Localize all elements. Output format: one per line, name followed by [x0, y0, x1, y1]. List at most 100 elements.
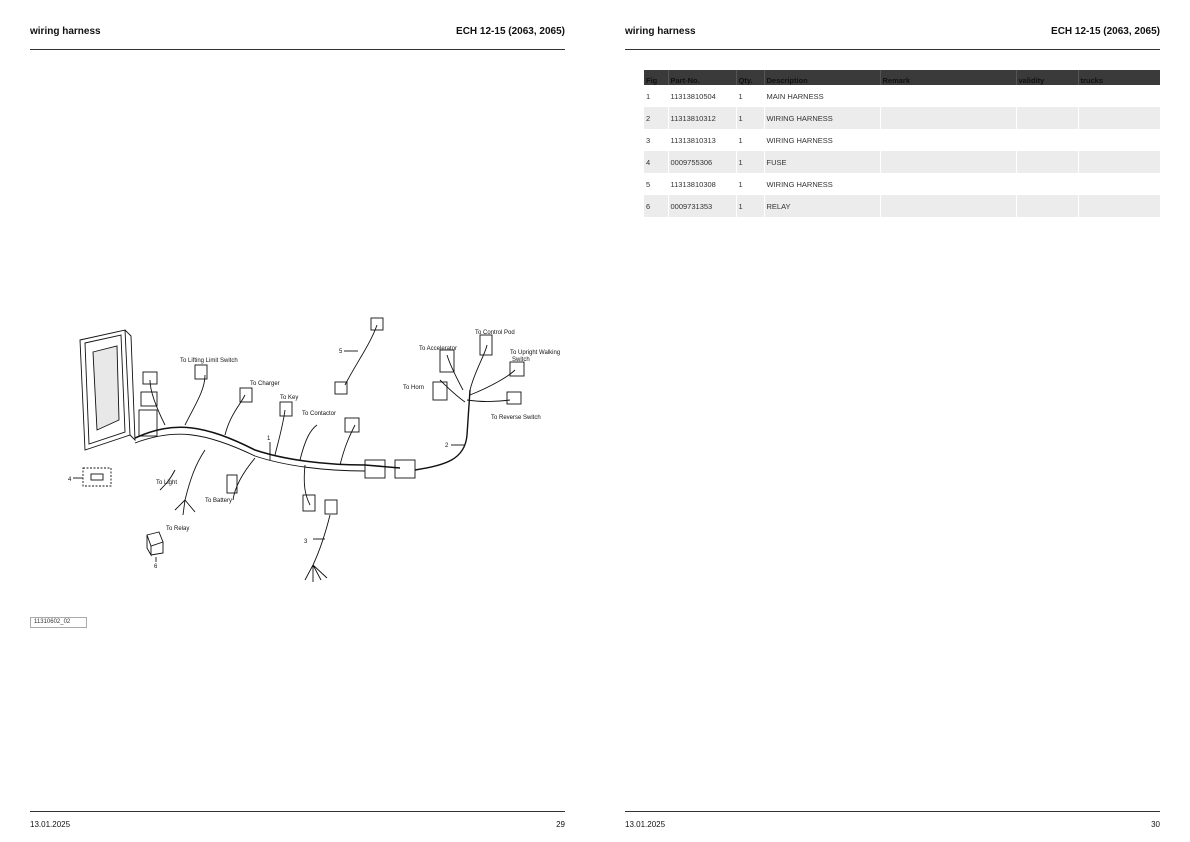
callout-lifting-limit: To Lifting Limit Switch — [180, 358, 238, 364]
cell-trucks — [1077, 129, 1160, 151]
cell-remark — [879, 195, 1016, 217]
left-page: wiring harness ECH 12-15 (2063, 2065) — [30, 26, 565, 829]
cell-qty: 1 — [735, 85, 764, 107]
cell-remark — [879, 173, 1016, 195]
cell-trucks — [1077, 173, 1160, 195]
callout-upright-walking-switch: Switch — [512, 357, 530, 363]
cell-fig: 6 — [644, 195, 668, 217]
callout-light: To Light — [156, 480, 177, 486]
header-title: wiring harness — [30, 26, 101, 37]
wiring-harness-drawing: To Lifting Limit Switch To Charger To Ke… — [55, 310, 565, 600]
cell-description: RELAY — [763, 195, 880, 217]
cell-part-no: 0009731353 — [667, 195, 736, 217]
cell-validity — [1015, 129, 1078, 151]
main-harness-wire — [134, 426, 401, 469]
table-row: 1 11313810504 1 MAIN HARNESS — [644, 85, 1160, 107]
cell-description: WIRING HARNESS — [763, 129, 880, 151]
col-description: Description — [763, 70, 880, 85]
right-page: wiring harness ECH 12-15 (2063, 2065) Fi… — [595, 0, 1190, 842]
cell-qty: 1 — [735, 151, 764, 173]
cell-remark — [879, 107, 1016, 129]
callout-accelerator: To Accelerator — [419, 346, 457, 352]
harness-3-wire — [312, 514, 331, 566]
callout-battery: To Battery — [205, 498, 232, 504]
harness-2-wire — [414, 389, 471, 471]
table-row: 2 11313810312 1 WIRING HARNESS — [644, 107, 1160, 129]
col-validity: validity — [1015, 70, 1078, 85]
cell-trucks — [1077, 107, 1160, 129]
control-box-face — [84, 334, 126, 445]
footer-page-number: 30 — [1151, 820, 1160, 829]
cell-remark — [879, 151, 1016, 173]
table-row: 4 0009755306 1 FUSE — [644, 151, 1160, 173]
table-row: 6 0009731353 1 RELAY — [644, 195, 1160, 217]
callout-reverse-switch: To Reverse Switch — [491, 415, 541, 421]
callout-relay: To Relay — [166, 526, 189, 532]
drawing-id-label: 11310602_02 — [30, 617, 87, 628]
cell-validity — [1015, 107, 1078, 129]
cell-trucks — [1077, 195, 1160, 217]
footer-rule — [625, 811, 1160, 812]
header-model: ECH 12-15 (2063, 2065) — [456, 26, 565, 37]
fuse-outline — [82, 467, 112, 487]
harness-5-wire — [344, 324, 378, 386]
callout-contactor: To Contactor — [302, 411, 336, 417]
callout-number-2: 2 — [445, 443, 449, 449]
footer-rule — [30, 811, 565, 812]
cell-description: FUSE — [763, 151, 880, 173]
cell-qty: 1 — [735, 129, 764, 151]
footer-date: 13.01.2025 — [625, 820, 666, 829]
cell-validity — [1015, 85, 1078, 107]
cell-description: WIRING HARNESS — [763, 107, 880, 129]
cell-trucks — [1077, 151, 1160, 173]
col-qty: Qty. — [735, 70, 764, 85]
header-rule — [625, 49, 1160, 50]
cell-fig: 5 — [646, 179, 651, 189]
callout-number-1: 1 — [267, 436, 271, 442]
cell-fig: 2 — [644, 107, 668, 129]
cell-part-no: 11313810313 — [667, 129, 736, 151]
cell-remark — [879, 85, 1016, 107]
cell-validity — [1015, 173, 1078, 195]
cell-fig: 3 — [646, 135, 651, 145]
col-fig: Fig — [644, 70, 668, 85]
cell-fig: 1 — [646, 91, 651, 101]
col-part-no: Part-No. — [667, 70, 736, 85]
callout-number-6: 6 — [154, 564, 158, 570]
callout-horn: To Horn — [403, 385, 424, 391]
cell-qty: 1 — [735, 195, 764, 217]
callout-upright-walking: To Upright Walking — [510, 350, 560, 356]
callout-key: To Key — [280, 395, 298, 401]
cell-fig: 4 — [644, 151, 668, 173]
footer-date: 13.01.2025 — [30, 820, 71, 829]
callout-number-4: 4 — [68, 477, 72, 483]
table-row: 3 11313810313 1 WIRING HARNESS — [644, 129, 1160, 151]
cell-validity — [1015, 151, 1078, 173]
cell-description: MAIN HARNESS — [763, 85, 880, 107]
cell-qty: 1 — [735, 173, 764, 195]
callout-number-3: 3 — [304, 539, 308, 545]
cell-remark — [879, 129, 1016, 151]
cell-part-no: 11313810312 — [667, 107, 736, 129]
header-rule — [30, 49, 565, 50]
cell-part-no: 11313810308 — [667, 173, 736, 195]
exploded-view-svg: To Lifting Limit Switch To Charger To Ke… — [68, 317, 560, 582]
col-remark: Remark — [879, 70, 1016, 85]
parts-table-header: Fig Part-No. Qty. Description Remark val… — [644, 70, 1160, 85]
cell-qty: 1 — [735, 107, 764, 129]
col-trucks: trucks — [1077, 70, 1160, 85]
cell-part-no: 0009755306 — [667, 151, 736, 173]
callout-number-5: 5 — [339, 349, 343, 355]
cell-part-no: 11313810504 — [667, 85, 736, 107]
callout-charger: To Charger — [250, 381, 280, 387]
header-model: ECH 12-15 (2063, 2065) — [1051, 26, 1160, 37]
footer-page-number: 29 — [556, 820, 565, 829]
callout-control-pod: To Control Pod — [475, 330, 515, 336]
cell-trucks — [1077, 85, 1160, 107]
cell-description: WIRING HARNESS — [763, 173, 880, 195]
relay-outline — [146, 531, 164, 547]
parts-table: Fig Part-No. Qty. Description Remark val… — [644, 70, 1160, 217]
header-title: wiring harness — [625, 26, 696, 37]
cell-validity — [1015, 195, 1078, 217]
table-row: 5 11313810308 1 WIRING HARNESS — [644, 173, 1160, 195]
